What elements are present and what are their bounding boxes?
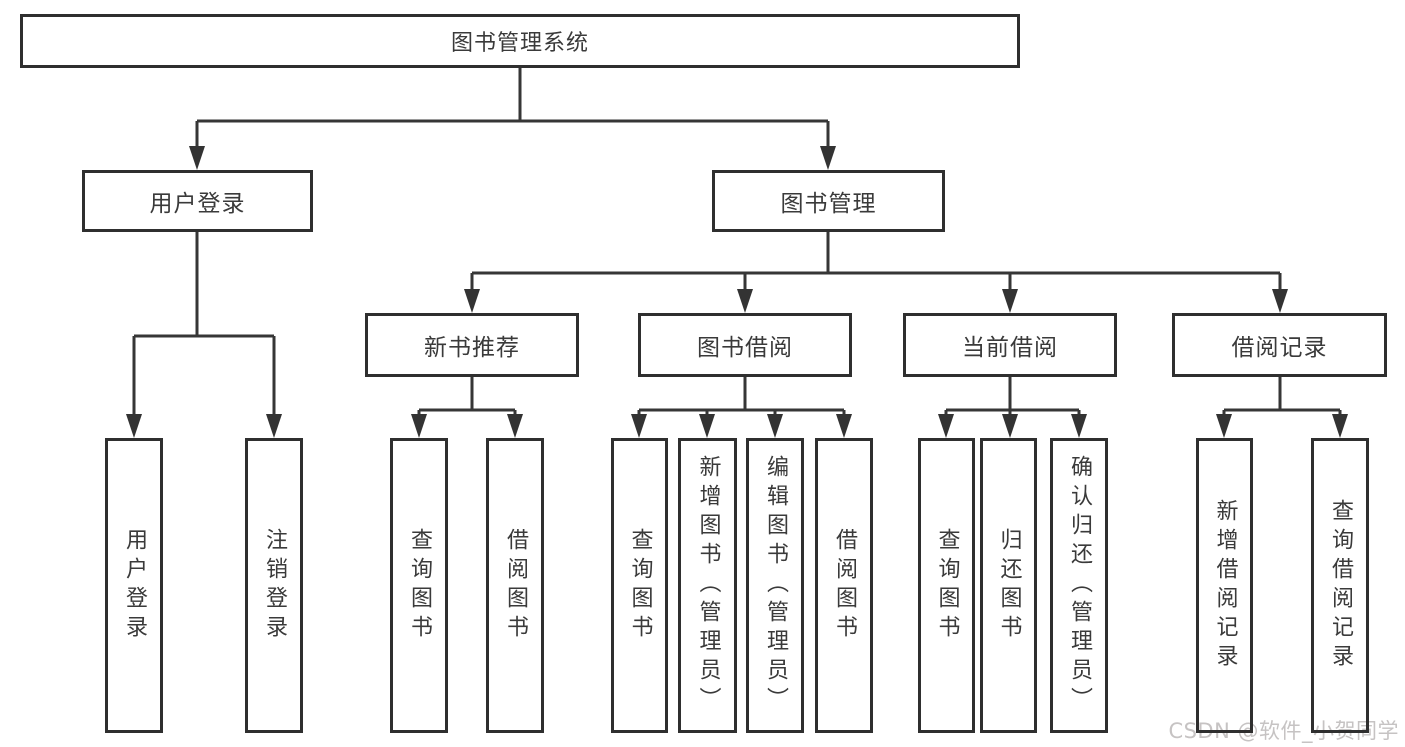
csdn-watermark: CSDN @软件_小贺同学 [1168,719,1399,743]
leaf-confirm-return-admin: 确认归还（管理员） [1050,438,1108,733]
node-current-borrow: 当前借阅 [903,313,1117,377]
node-label: 编辑图书（管理员） [763,455,788,716]
node-label: 查询图书 [934,527,960,644]
node-label: 查询图书 [407,527,432,644]
node-label: 图书管理系统 [450,31,589,56]
leaf-query-borrow-record: 查询借阅记录 [1311,438,1369,733]
leaf-return-books: 归还图书 [980,438,1037,733]
node-label: 当前借阅 [962,335,1058,361]
node-user-login: 用户登录 [82,170,313,232]
leaf-logout: 注销登录 [245,438,303,733]
node-label: 归还图书 [996,527,1022,644]
node-label: 图书借阅 [697,335,793,361]
leaf-add-borrow-record: 新增借阅记录 [1196,438,1253,733]
node-label: 图书管理 [780,191,877,217]
node-borrow-records: 借阅记录 [1172,313,1387,377]
leaf-user-login: 用户登录 [105,438,163,733]
leaf-query-books-current: 查询图书 [918,438,975,733]
node-label: 用户登录 [149,191,246,217]
node-label: 借阅图书 [503,527,528,644]
leaf-edit-book-admin: 编辑图书（管理员） [746,438,804,733]
node-label: 新增借阅记录 [1212,498,1238,673]
node-book-management: 图书管理 [712,170,945,232]
leaf-borrow-books-borrow: 借阅图书 [815,438,873,733]
node-label: 新书推荐 [424,335,520,361]
node-label: 借阅图书 [832,527,857,644]
node-book-borrow: 图书借阅 [638,313,852,377]
leaf-query-books-recommend: 查询图书 [390,438,448,733]
node-label: 查询图书 [627,527,653,644]
leaf-query-books-borrow: 查询图书 [611,438,668,733]
node-new-book-recommend: 新书推荐 [365,313,579,377]
leaf-add-book-admin: 新增图书（管理员） [678,438,737,733]
node-label: 新增图书（管理员） [695,455,721,716]
node-label: 用户登录 [122,527,147,644]
node-label: 注销登录 [262,527,287,644]
node-label: 确认归还（管理员） [1067,455,1092,716]
node-label: 查询借阅记录 [1328,498,1353,673]
node-book-management-system: 图书管理系统 [20,14,1020,68]
leaf-borrow-books-recommend: 借阅图书 [486,438,544,733]
node-label: 借阅记录 [1231,335,1328,361]
